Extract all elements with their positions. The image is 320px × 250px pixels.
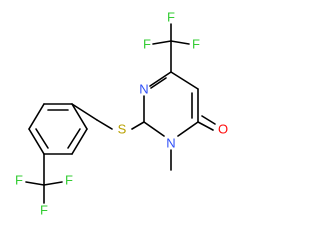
atom-f-top-up: F <box>167 10 175 25</box>
atom-n-methyl: N <box>166 136 175 151</box>
bond-c4-n3 <box>177 121 199 137</box>
bond-cf3-bottom-f-left <box>25 181 45 186</box>
bond-ch2-aryl <box>71 103 98 121</box>
atom-s: S <box>118 122 127 137</box>
atom-label-layer: F F F N S N O F F F <box>15 10 228 218</box>
bond-cf3-top-f-right <box>170 40 190 45</box>
bond-n3-c2 <box>143 121 165 137</box>
atom-f-top-right: F <box>192 37 200 52</box>
atom-f-bottom-left: F <box>15 173 23 188</box>
bond-cf3-bottom-f-right <box>43 181 63 186</box>
bond-ar-5-double <box>67 128 81 149</box>
structure-svg: F F F N S N O F F F <box>15 10 228 218</box>
bond-c6-n1 <box>149 71 172 87</box>
bond-layer <box>25 23 216 204</box>
atom-f-top-left: F <box>143 37 151 52</box>
bond-c4-o <box>197 121 214 131</box>
bond-ar-2 <box>28 103 45 130</box>
atom-f-bottom-down: F <box>40 203 48 218</box>
bond-cf3-top-f-left <box>152 40 172 45</box>
atom-f-bottom-right: F <box>65 173 73 188</box>
bond-ar-3-double <box>35 128 49 149</box>
bond-ar-5 <box>71 128 88 155</box>
bond-c6-n1-double <box>150 77 167 89</box>
bond-ar-3 <box>28 128 45 155</box>
bond-c6-c5 <box>170 71 199 90</box>
atom-n-ring: N <box>139 82 148 97</box>
molecule-structure-diagram: F F F N S N O F F F <box>15 10 228 218</box>
bond-s-ch2 <box>96 119 113 130</box>
bond-c4-o-double <box>201 115 216 125</box>
bond-c2-s <box>131 121 145 130</box>
atom-o: O <box>218 122 228 137</box>
bond-ar-6 <box>71 103 88 130</box>
